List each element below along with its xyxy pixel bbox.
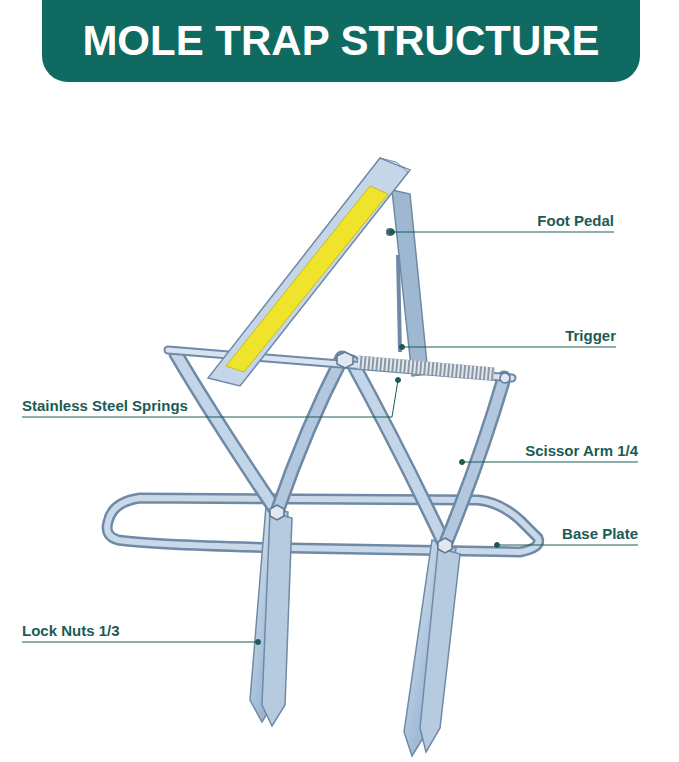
right-jaws <box>404 540 460 756</box>
trigger-rod <box>398 255 400 352</box>
part-label: Base Plate <box>562 525 638 543</box>
part-label: Foot Pedal <box>537 212 614 230</box>
part-label: Scissor Arm 1/4 <box>525 442 638 460</box>
left-jaws <box>250 506 292 726</box>
base-plate <box>107 498 539 552</box>
part-label: Stainless Steel Springs <box>22 397 188 415</box>
part-label: Lock Nuts 1/3 <box>22 622 120 640</box>
lock-nuts <box>270 352 510 553</box>
spring <box>358 362 494 374</box>
part-label: Trigger <box>565 327 616 345</box>
foot-pedal <box>208 158 410 386</box>
title: MOLE TRAP STRUCTURE <box>82 18 599 64</box>
leader-lines <box>22 230 638 645</box>
pedal-support <box>392 190 428 376</box>
